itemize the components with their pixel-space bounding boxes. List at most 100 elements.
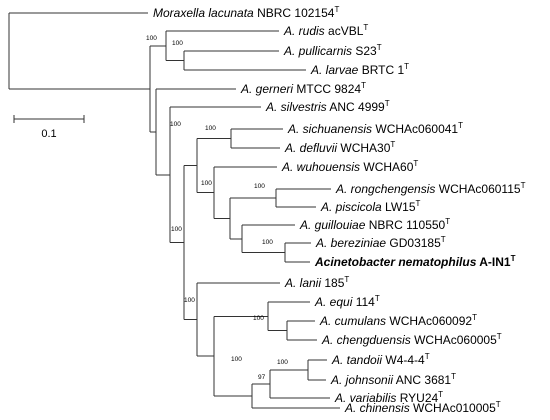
strain-name: BRTC 1 [362, 63, 405, 77]
species-name: A. variabilis [334, 391, 396, 405]
species-name: Moraxella lacunata [153, 6, 254, 20]
species-name: A. defluvii [284, 141, 337, 155]
taxon-label-arud: A. rudis acVBLT [283, 23, 368, 38]
bootstrap-n_lanii_clade: 100 [184, 297, 195, 304]
bootstrap-n_rud_pul_lar: 100 [146, 35, 157, 42]
strain-name: WCHAc060005 [414, 333, 497, 347]
strain-name: ANC 4999 [329, 100, 385, 114]
species-name: A. rudis [283, 24, 325, 38]
strain-name: 185 [324, 276, 344, 290]
bootstrap-n_core: 100 [171, 226, 182, 233]
taxon-label-aber: A. bereziniae GD03185T [315, 235, 446, 250]
type-strain-superscript: T [334, 5, 339, 14]
type-strain-superscript: T [497, 332, 502, 341]
species-name: A. silvestris [265, 100, 327, 114]
scale-bar: 0.1 [13, 115, 85, 140]
type-strain-superscript: T [451, 372, 456, 381]
type-strain-superscript: T [377, 43, 382, 52]
bootstrap-n_sic_def: 100 [205, 125, 216, 132]
strain-name: acVBL [328, 24, 364, 38]
type-strain-superscript: T [390, 140, 395, 149]
type-strain-superscript: T [385, 99, 390, 108]
strain-name: WCHAc060092 [389, 314, 472, 328]
taxon-label-alar: A. larvae BRTC 1T [310, 62, 409, 77]
strain-name: W4-4-4 [385, 353, 425, 367]
taxon-label-aequ: A. equi 114T [314, 294, 380, 309]
species-name: A. lanii [284, 276, 321, 290]
species-name: A. rongchengensis [335, 182, 435, 196]
bootstrap-n_gui_clade: 100 [201, 180, 212, 187]
type-strain-superscript: T [441, 235, 446, 244]
taxon-label-awuh: A. wuhouensis WCHA60T [281, 159, 418, 174]
taxon-label-asil: A. silvestris ANC 4999T [265, 99, 390, 114]
strain-name: WCHA60 [363, 160, 413, 174]
bootstrap-n_tan_var: 97 [258, 374, 266, 381]
strain-name: WCHA30 [340, 141, 390, 155]
bootstrap-n_tan_joh: 100 [277, 359, 288, 366]
taxon-label-mlac: Moraxella lacunata NBRC 102154T [153, 5, 339, 20]
bootstrap-n_sil_rest: 100 [170, 121, 181, 128]
strain-name: WCHAc060041 [375, 122, 458, 136]
taxon-label-alan: A. lanii 185T [284, 275, 349, 290]
type-strain-superscript: T [363, 23, 368, 32]
type-strain-superscript: T [344, 275, 349, 284]
taxon-label-avar: A. variabilis RYU24T [334, 390, 443, 405]
taxon-label-adef: A. defluvii WCHA30T [284, 140, 395, 155]
strain-name: MTCC 9824 [296, 82, 361, 96]
species-name: A. johnsonii [330, 373, 393, 387]
species-name: A. tandoii [331, 353, 382, 367]
species-name: A. chengduensis [321, 333, 411, 347]
taxon-label-apis: A. piscicola LW15T [320, 199, 421, 214]
strain-name: 114 [356, 295, 375, 309]
strain-name: WCHAc060115 [439, 182, 521, 196]
strain-name: ANC 3681 [396, 373, 452, 387]
taxon-label-ache: A. chengduensis WCHAc060005T [321, 332, 502, 347]
species-name: A. larvae [310, 63, 359, 77]
strain-name: RYU24 [400, 391, 439, 405]
strain-name: S23 [355, 44, 377, 58]
type-strain-superscript: T [375, 294, 380, 303]
type-strain-superscript: T [361, 81, 366, 90]
scale-bar-label: 0.1 [41, 128, 56, 140]
bootstrap-n_ron_pis: 100 [254, 183, 265, 190]
species-name: A. equi [314, 295, 353, 309]
type-strain-superscript: T [445, 217, 450, 226]
species-name: A. sichuanensis [287, 122, 372, 136]
type-strain-superscript: T [472, 313, 477, 322]
species-name: A. chinensis [344, 401, 410, 415]
type-strain-superscript: T [511, 254, 516, 263]
type-strain-superscript: T [404, 62, 409, 71]
bootstrap-n_tan_chi: 100 [231, 356, 242, 363]
strain-name: NBRC 102154 [257, 6, 335, 20]
species-name: A. gerneri [240, 82, 293, 96]
type-strain-superscript: T [438, 390, 443, 399]
taxon-label-aron: A. rongchengensis WCHAc060115T [335, 181, 526, 196]
species-name: A. bereziniae [315, 236, 386, 250]
strain-name: WCHAc010005 [413, 401, 496, 415]
strain-name: LW15 [385, 200, 416, 214]
taxon-label-atan: A. tandoii W4-4-4T [331, 352, 430, 367]
type-strain-superscript: T [496, 400, 501, 409]
taxon-label-ager: A. gerneri MTCC 9824T [240, 81, 366, 96]
type-strain-superscript: T [521, 181, 526, 190]
taxon-label-achi: A. chinensis WCHAc010005T [344, 400, 501, 415]
species-name: A. wuhouensis [281, 160, 360, 174]
taxon-label-ajoh: A. johnsonii ANC 3681T [330, 372, 456, 387]
strain-name: NBRC 110550 [369, 218, 446, 232]
taxon-label-anem: Acinetobacter nematophilus A-IN1T [314, 254, 516, 269]
bootstrap-n_cum_che: 100 [253, 315, 264, 322]
species-name: A. pullicarnis [283, 44, 352, 58]
type-strain-superscript: T [425, 352, 430, 361]
species-name: A. cumulans [319, 314, 386, 328]
type-strain-superscript: T [413, 159, 418, 168]
bootstrap-n_ber_nem: 100 [262, 239, 273, 246]
species-name: Acinetobacter nematophilus [314, 255, 477, 269]
taxon-label-apul: A. pullicarnis S23T [283, 43, 382, 58]
taxon-label-asic: A. sichuanensis WCHAc060041T [287, 121, 463, 136]
strain-name: GD03185 [389, 236, 441, 250]
taxon-label-acum: A. cumulans WCHAc060092T [319, 313, 477, 328]
species-name: A. piscicola [320, 200, 382, 214]
